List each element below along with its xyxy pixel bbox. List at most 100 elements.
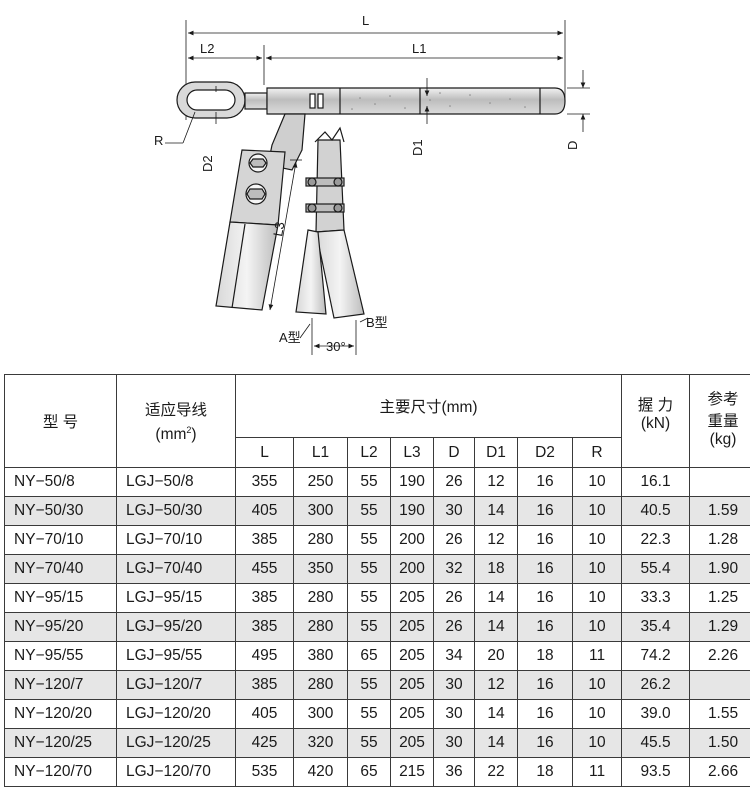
cell-grip: 35.4 [621,612,691,642]
cell-weight: 1.50 [689,728,750,758]
cell-D1: 12 [474,670,518,700]
table-row: NY−120/7 LGJ−120/7 385 280 55 205 30 12 … [4,670,750,700]
cell-D1: 12 [474,467,518,497]
cell-D: 32 [433,554,475,584]
cell-L3: 215 [390,757,434,787]
header-R: R [571,437,623,468]
cell-grip: 33.3 [621,583,691,613]
spec-table: 型 号 适应导线 (mm2) 主要尺寸(mm) 握 力 (kN) 参考 重量 (… [4,374,750,787]
cell-L2: 55 [347,525,391,555]
label-D2: D2 [200,155,215,172]
cell-L3: 205 [390,728,434,758]
cell-L3: 200 [390,525,434,555]
cell-D: 26 [433,612,475,642]
header-L2: L2 [347,437,391,468]
header-D2: D2 [517,437,573,468]
cell-L2: 55 [347,583,391,613]
cell-L1: 420 [293,757,348,787]
cell-grip: 22.3 [621,525,691,555]
cell-wire: LGJ−120/20 [116,699,236,729]
cell-L: 385 [235,583,294,613]
cell-R: 10 [571,525,623,555]
dimension-R [165,111,196,144]
cell-R: 11 [571,757,623,787]
dimension-angle [299,317,369,355]
table-row: NY−70/40 LGJ−70/40 455 350 55 200 32 18 … [4,554,750,584]
label-D: D [565,141,580,150]
cell-grip: 40.5 [621,496,691,526]
header-wire: 适应导线 (mm2) [116,374,236,468]
cell-weight: 1.28 [689,525,750,555]
cell-R: 10 [571,496,623,526]
header-D1: D1 [474,437,518,468]
cell-model: NY−50/30 [4,496,117,526]
cell-wire: LGJ−95/55 [116,641,236,671]
cell-weight: 1.25 [689,583,750,613]
cell-model: NY−70/10 [4,525,117,555]
cell-grip: 26.2 [621,670,691,700]
cell-L3: 190 [390,467,434,497]
table-row: NY−120/20 LGJ−120/20 405 300 55 205 30 1… [4,699,750,729]
cell-D1: 14 [474,699,518,729]
cell-L: 385 [235,612,294,642]
cell-grip: 39.0 [621,699,691,729]
cell-D: 36 [433,757,475,787]
cell-L2: 55 [347,496,391,526]
cell-D2: 16 [517,699,573,729]
cell-D: 30 [433,728,475,758]
cell-R: 10 [571,699,623,729]
cell-D2: 18 [517,641,573,671]
cell-R: 10 [571,612,623,642]
header-L: L [235,437,294,468]
cell-wire: LGJ−120/7 [116,670,236,700]
cell-grip: 45.5 [621,728,691,758]
cell-grip: 74.2 [621,641,691,671]
cell-R: 11 [571,641,623,671]
cell-L: 535 [235,757,294,787]
cell-D1: 20 [474,641,518,671]
cell-D: 30 [433,670,475,700]
cell-weight: 2.66 [689,757,750,787]
header-wire-unit: (mm2) [155,424,197,443]
cell-D2: 16 [517,670,573,700]
header-grip: 握 力 (kN) [621,374,691,468]
cell-L: 355 [235,467,294,497]
cell-L3: 205 [390,583,434,613]
cell-L3: 200 [390,554,434,584]
barrel [266,87,566,115]
cell-L1: 280 [293,583,348,613]
cell-D1: 22 [474,757,518,787]
cell-wire: LGJ−70/40 [116,554,236,584]
cell-D1: 14 [474,583,518,613]
cell-L2: 55 [347,467,391,497]
cell-D1: 18 [474,554,518,584]
cell-L1: 300 [293,699,348,729]
cell-wire: LGJ−95/20 [116,612,236,642]
eye-ring [176,81,268,119]
cell-D2: 16 [517,496,573,526]
table-row: NY−95/20 LGJ−95/20 385 280 55 205 26 14 … [4,612,750,642]
label-D1: D1 [410,139,425,156]
label-R: R [154,133,163,148]
barrel-stipple [351,92,526,110]
label-L1: L1 [412,41,426,56]
cell-D2: 18 [517,757,573,787]
cell-L1: 280 [293,612,348,642]
label-L: L [362,13,369,28]
cell-D1: 14 [474,728,518,758]
cell-D: 26 [433,525,475,555]
cell-R: 10 [571,467,623,497]
cell-L1: 280 [293,670,348,700]
cell-L1: 320 [293,728,348,758]
cell-L: 425 [235,728,294,758]
cell-L: 495 [235,641,294,671]
cell-weight: 1.29 [689,612,750,642]
cell-L3: 205 [390,670,434,700]
dimension-L2 [188,45,265,85]
cell-D: 34 [433,641,475,671]
cell-wire: LGJ−120/70 [116,757,236,787]
cell-weight: 1.59 [689,496,750,526]
cell-L3: 205 [390,641,434,671]
cell-D: 26 [433,467,475,497]
cell-L1: 350 [293,554,348,584]
